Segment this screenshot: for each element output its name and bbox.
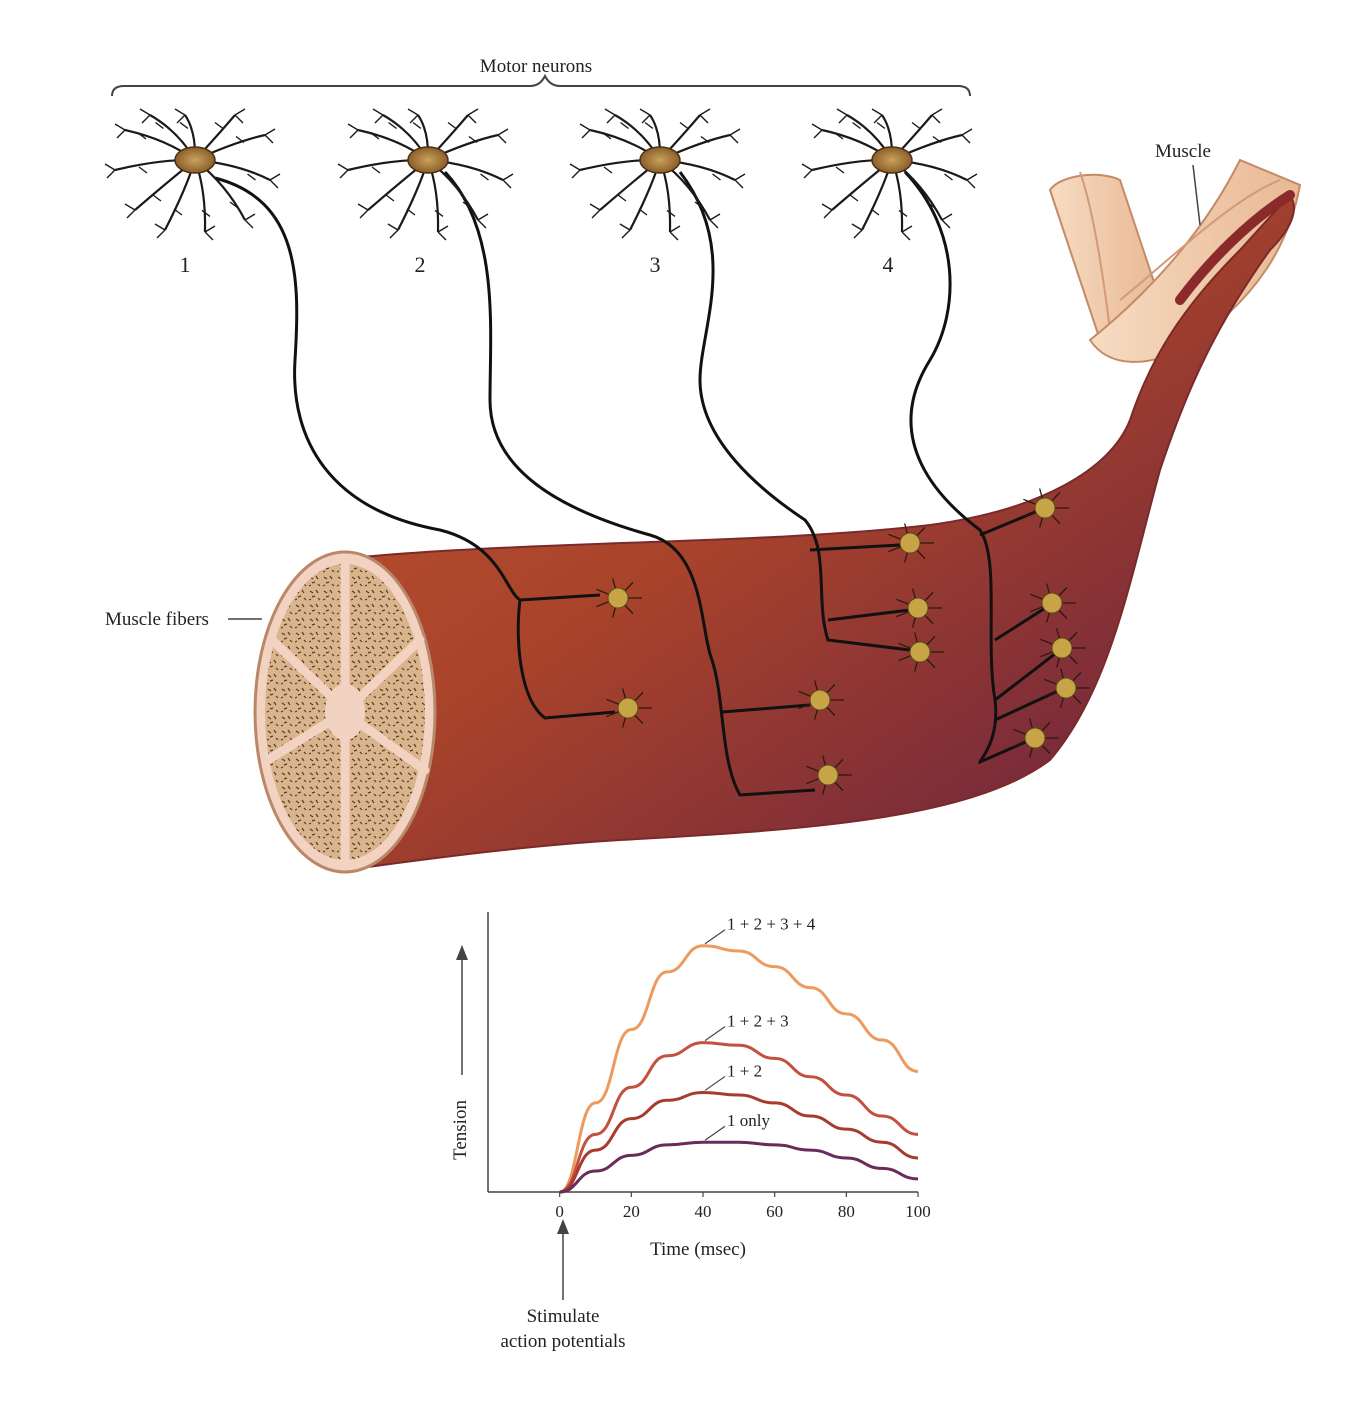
x-tick-label: 60 — [766, 1202, 783, 1221]
nerve-fiber-4 — [903, 170, 1031, 765]
nerve-fiber-2-branch — [721, 703, 811, 714]
y-axis-label: Tension — [450, 1100, 471, 1160]
motor-neurons-bracket — [111, 73, 971, 97]
series-line — [559, 1140, 919, 1194]
neuron-number-4: 4 — [883, 252, 894, 277]
neuron-cell-body — [639, 146, 681, 174]
x-tick-label: 20 — [623, 1202, 640, 1221]
motor-endplate — [1044, 668, 1090, 708]
x-tick-label: 0 — [555, 1202, 564, 1221]
series-line — [559, 1090, 919, 1194]
stimulate-label-line1: Stimulate — [527, 1306, 600, 1327]
arm-illustration — [1048, 158, 1302, 363]
y-axis-arrowhead — [456, 945, 468, 960]
neuron-cell-body — [871, 146, 913, 174]
motor-neurons-label: Motor neurons — [480, 56, 592, 77]
series-line — [559, 944, 919, 1194]
neuron-cell-body — [407, 146, 449, 174]
motor-endplate — [1040, 628, 1086, 668]
muscle-fibers-label: Muscle fibers — [105, 609, 209, 630]
series-label: 1 only — [727, 1111, 770, 1130]
motor-neurons — [104, 108, 978, 241]
stimulate-label-line2: action potentials — [500, 1331, 625, 1352]
x-tick-label: 40 — [695, 1202, 712, 1221]
series-line — [559, 1041, 919, 1194]
x-tick-label: 80 — [838, 1202, 855, 1221]
nerve-fiber-1-branch — [516, 599, 616, 720]
motor-endplate — [898, 632, 944, 672]
series-label-leader — [704, 929, 726, 945]
neuron-number-3: 3 — [650, 252, 661, 277]
motor-neuron-3 — [569, 108, 746, 241]
neuron-number-2: 2 — [415, 252, 426, 277]
motor-endplate — [1023, 488, 1069, 528]
nerve-fibers — [214, 170, 1061, 797]
muscle-label-leader — [1192, 164, 1201, 226]
motor-endplate — [888, 523, 934, 563]
motor-endplates — [596, 488, 1090, 795]
x-tick-label: 100 — [905, 1202, 931, 1221]
motor-endplate — [606, 688, 652, 728]
motor-endplate — [806, 755, 852, 795]
motor-endplate — [1013, 718, 1059, 758]
muscle-label: Muscle — [1155, 141, 1211, 162]
nerve-fiber-2 — [443, 170, 816, 797]
motor-endplate — [596, 578, 642, 618]
x-tick-labels: 0 20 40 60 80 100 — [555, 1192, 931, 1221]
series-label-leader — [704, 1075, 726, 1091]
motor-neuron-4 — [801, 108, 978, 241]
neuron-number-1: 1 — [180, 252, 191, 277]
motor-neuron-1 — [104, 108, 281, 241]
neuron-cell-body — [174, 146, 216, 174]
x-axis-label: Time (msec) — [650, 1239, 746, 1260]
nerve-fiber-3-branch — [809, 543, 911, 622]
motor-endplate — [1030, 583, 1076, 623]
series-label-leader — [704, 1026, 726, 1042]
muscle-body — [328, 190, 1295, 872]
nerve-fiber-3 — [678, 171, 911, 652]
nerve-fiber-1 — [214, 176, 601, 602]
tension-curves — [559, 944, 919, 1194]
series-label: 1 + 2 + 3 — [727, 1012, 789, 1031]
series-labels: 1 + 2 + 3 + 4 1 + 2 + 3 1 + 2 1 only — [704, 915, 816, 1141]
motor-endplate — [896, 588, 942, 628]
series-label-leader — [704, 1125, 726, 1141]
nerve-fiber-4-branch — [979, 508, 1061, 722]
motor-neuron-2 — [337, 108, 514, 241]
muscle-cross-section — [253, 550, 437, 874]
stimulus-arrowhead — [557, 1219, 569, 1234]
series-label: 1 + 2 — [727, 1061, 762, 1080]
motor-endplate — [798, 680, 844, 720]
series-label: 1 + 2 + 3 + 4 — [727, 915, 816, 934]
